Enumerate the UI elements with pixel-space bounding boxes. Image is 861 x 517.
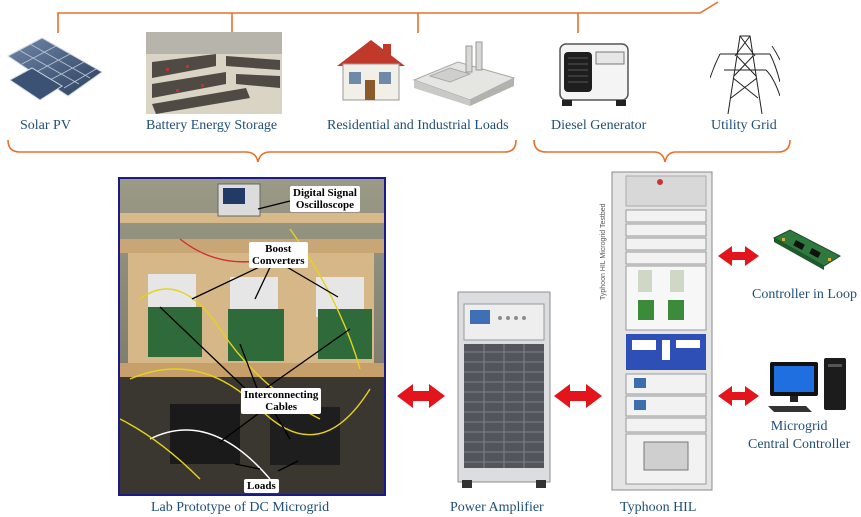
- typhoon-hil-rack-image: [610, 170, 714, 496]
- solar-pv-label: Solar PV: [20, 118, 71, 133]
- diesel-generator-image: [556, 38, 632, 108]
- diesel-generator-label: Diesel Generator: [551, 118, 647, 133]
- boost-converters-callout: Boost Converters: [249, 242, 308, 268]
- battery-storage-label: Battery Energy Storage: [146, 118, 278, 133]
- cables-callout-line1: Interconnecting: [244, 389, 319, 401]
- house-image: [331, 36, 411, 104]
- controller-in-loop-caption: Controller in Loop: [752, 287, 857, 302]
- loads-callout: Loads: [244, 479, 279, 493]
- central-controller-caption-line2: Central Controller: [748, 437, 851, 452]
- power-amplifier-caption: Power Amplifier: [450, 500, 544, 515]
- central-controller-caption-line1: Microgrid: [770, 419, 828, 434]
- lab-prototype-caption: Lab Prototype of DC Microgrid: [151, 500, 330, 515]
- solar-pv-image: [2, 34, 106, 106]
- boost-callout-line1: Boost: [265, 243, 292, 255]
- power-amplifier-image: [456, 290, 552, 490]
- lab-prototype-photo: [118, 177, 386, 496]
- factory-image: [410, 40, 518, 106]
- cables-callout-line2: Cables: [265, 401, 298, 413]
- battery-storage-image: [146, 32, 282, 114]
- oscilloscope-callout: Digital Signal Oscilloscope: [290, 186, 360, 212]
- left-brace: [7, 139, 517, 163]
- loads-label: Residential and Industrial Loads: [327, 118, 509, 133]
- right-brace: [533, 139, 791, 163]
- boost-callout-line2: Converters: [252, 255, 305, 267]
- utility-grid-image: [710, 26, 780, 116]
- oscilloscope-callout-line1: Digital Signal: [293, 187, 357, 199]
- controller-board-image: [768, 228, 844, 276]
- central-controller-caption: Microgrid Central Controller: [748, 418, 850, 454]
- typhoon-hil-caption: Typhoon HIL: [620, 500, 697, 515]
- utility-grid-label: Utility Grid: [711, 118, 777, 133]
- interconnecting-cables-callout: Interconnecting Cables: [241, 388, 322, 414]
- oscilloscope-callout-line2: Oscilloscope: [295, 199, 354, 211]
- central-controller-computer-image: [766, 356, 850, 416]
- typhoon-side-text: Typhoon HIL Microgrid Testbed: [600, 203, 607, 301]
